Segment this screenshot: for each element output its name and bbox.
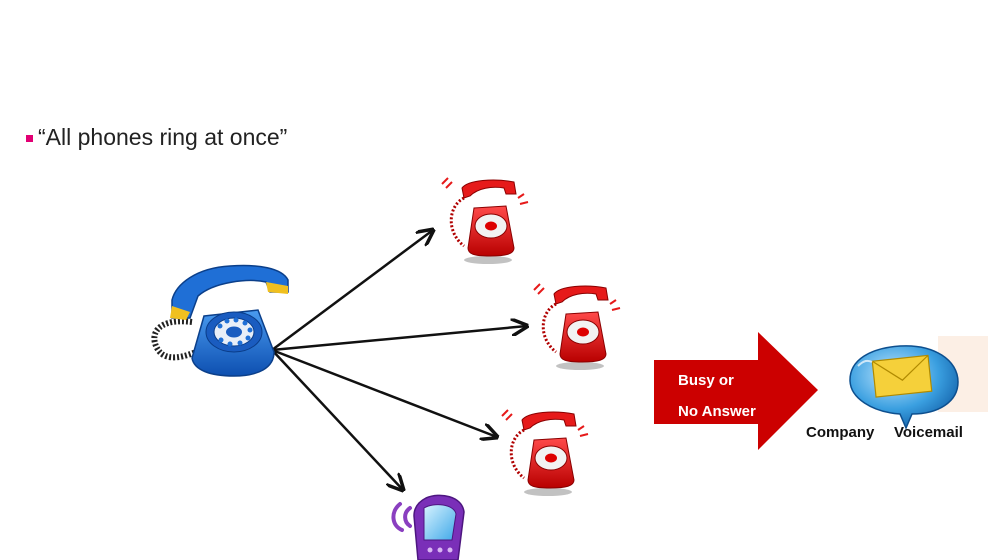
arrow-line-1: Busy or [678,372,734,389]
red-rotary-phone-icon [441,177,529,264]
bullet-square-icon [26,135,33,142]
arrow-to-phone-1 [271,230,433,352]
envelope-speech-bubble-icon [849,336,988,430]
busy-no-answer-arrow: Busy or No Answer [654,332,818,450]
arrow-line-2: No Answer [678,403,756,420]
arrow-to-phone-2 [271,326,527,352]
voicemail-label-right: Voicemail [894,424,963,441]
blue-rotary-phone-icon [151,264,289,377]
arrow-to-phone-3 [271,348,497,437]
ring-arrows [271,230,527,490]
red-rotary-phone-icon [501,409,589,496]
arrow-to-mobile [271,349,403,490]
mobile-phone-icon [391,494,465,560]
red-rotary-phone-icon [533,283,621,370]
bullet-text: “All phones ring at once” [38,124,288,150]
bullet-line: “All phones ring at once” [26,124,287,151]
voicemail-label-left: Company [806,424,875,441]
